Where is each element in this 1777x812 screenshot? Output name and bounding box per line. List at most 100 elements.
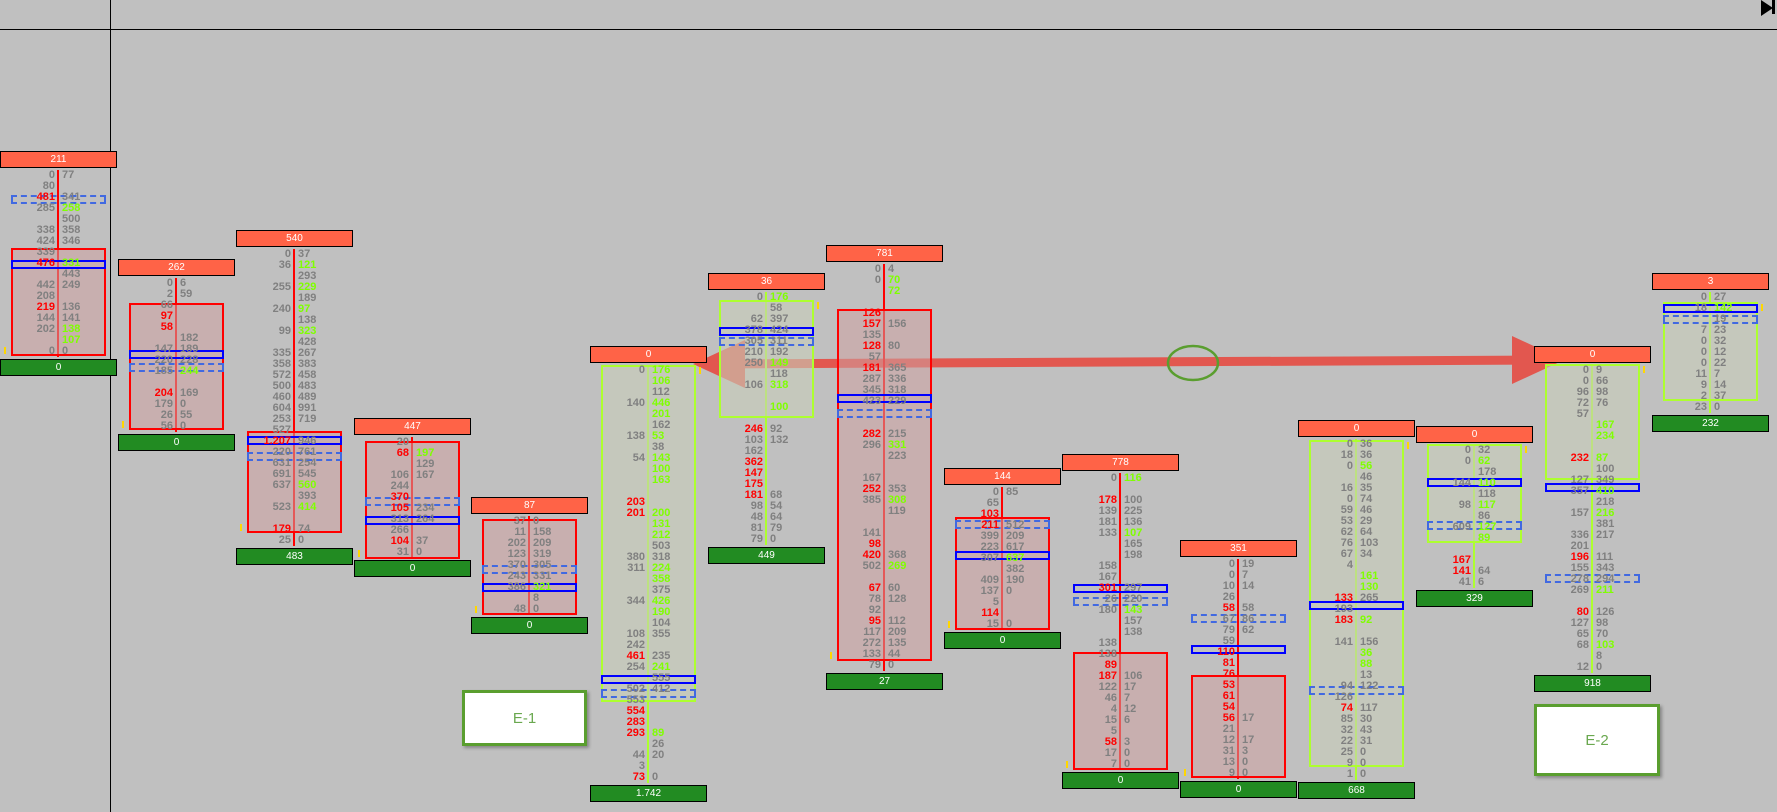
candle-delta-bar[interactable]: 0 bbox=[1416, 426, 1533, 443]
candle-volume-bar[interactable]: 232 bbox=[1652, 415, 1769, 432]
ask-volume: 165 bbox=[1124, 538, 1143, 550]
candle-volume-bar[interactable]: 918 bbox=[1534, 675, 1651, 692]
candle-volume-bar[interactable]: 0 bbox=[1180, 781, 1297, 798]
candle-wick bbox=[765, 292, 767, 545]
ask-volume: 382 bbox=[1006, 563, 1025, 575]
play-to-end-icon-bar[interactable] bbox=[1772, 0, 1775, 14]
bid-volume: 123 bbox=[507, 548, 526, 560]
candle-volume-bar[interactable]: 329 bbox=[1416, 590, 1533, 607]
candle-body[interactable] bbox=[247, 431, 342, 533]
candle-volume-bar[interactable]: 668 bbox=[1298, 782, 1415, 799]
candle-delta-bar[interactable]: 778 bbox=[1062, 454, 1179, 471]
ask-volume: 19 bbox=[1714, 313, 1727, 325]
point-of-control-marker bbox=[719, 326, 814, 336]
ask-volume: 23 bbox=[1714, 324, 1727, 336]
candle-delta-bar[interactable]: 211 bbox=[0, 151, 117, 168]
candle-delta-bar[interactable]: 447 bbox=[354, 418, 471, 435]
bid-volume: 183 bbox=[1334, 614, 1353, 626]
ask-volume: 264 bbox=[416, 513, 435, 525]
ask-volume: 129 bbox=[416, 458, 435, 470]
candle-volume-bar[interactable]: 449 bbox=[708, 547, 825, 564]
candle-delta-bar[interactable]: 781 bbox=[826, 245, 943, 262]
ask-volume: 176 bbox=[770, 291, 789, 303]
bid-volume: 81 bbox=[1222, 657, 1235, 669]
candle-volume-bar[interactable]: 0 bbox=[944, 632, 1061, 649]
candle-body[interactable] bbox=[1663, 302, 1758, 402]
ask-volume: 0 bbox=[1006, 585, 1013, 597]
candle-delta-bar[interactable]: 0 bbox=[590, 346, 707, 363]
candle-delta-bar[interactable]: 351 bbox=[1180, 540, 1297, 557]
bid-volume: 203 bbox=[626, 496, 645, 508]
ask-volume: 190 bbox=[652, 606, 671, 618]
bid-volume: 0 bbox=[638, 364, 645, 376]
candle-body[interactable] bbox=[1073, 651, 1168, 770]
bid-volume: 420 bbox=[862, 549, 881, 561]
candle-volume-bar[interactable]: 0 bbox=[354, 560, 471, 577]
ask-volume: 156 bbox=[1360, 636, 1379, 648]
ask-volume: 32 bbox=[1714, 335, 1727, 347]
bid-volume: 0 bbox=[1582, 375, 1589, 387]
bid-volume bbox=[1549, 420, 1589, 431]
bid-volume bbox=[841, 451, 881, 462]
ask-volume: 6 bbox=[1124, 714, 1131, 726]
ask-volume: 318 bbox=[652, 551, 671, 563]
bid-volume: 138 bbox=[1098, 637, 1117, 649]
ask-volume: 8 bbox=[533, 592, 540, 604]
bid-volume: 80 bbox=[42, 180, 55, 192]
ask-volume: 89 bbox=[652, 727, 665, 739]
candle-volume-bar[interactable]: 0 bbox=[118, 434, 235, 451]
ask-volume: 383 bbox=[298, 358, 317, 370]
candle-body[interactable] bbox=[482, 519, 577, 615]
open-marker-left bbox=[4, 346, 6, 354]
ask-volume: 60 bbox=[888, 582, 901, 594]
bid-volume: 193 bbox=[1334, 603, 1353, 615]
candle-delta-bar[interactable]: 262 bbox=[118, 259, 235, 276]
candle-delta-bar[interactable]: 3 bbox=[1652, 273, 1769, 290]
candle-delta-bar[interactable]: 87 bbox=[471, 497, 588, 514]
candle-volume-bar[interactable]: 27 bbox=[826, 673, 943, 690]
candle-body[interactable] bbox=[11, 248, 106, 356]
bid-volume: 31 bbox=[396, 546, 409, 558]
ask-volume: 36 bbox=[1360, 647, 1373, 659]
bid-volume: 138 bbox=[1098, 648, 1117, 660]
bid-volume: 4 bbox=[1110, 703, 1117, 715]
candle-volume-bar[interactable]: 483 bbox=[236, 548, 353, 565]
value-area-marker bbox=[601, 688, 696, 698]
candle-delta-bar[interactable]: 144 bbox=[944, 468, 1061, 485]
candle-delta-bar[interactable]: 0 bbox=[1534, 346, 1651, 363]
ask-volume: 189 bbox=[180, 343, 199, 355]
ask-volume bbox=[1124, 726, 1164, 737]
candle-volume-bar[interactable]: 1.742 bbox=[590, 785, 707, 802]
ask-volume bbox=[1006, 597, 1046, 608]
play-to-end-icon[interactable] bbox=[1761, 0, 1773, 16]
bid-volume: 179 bbox=[154, 398, 173, 410]
bid-volume: 78 bbox=[868, 593, 881, 605]
ask-volume: 13 bbox=[1360, 669, 1373, 681]
point-of-control-marker bbox=[1427, 477, 1522, 487]
candle-body[interactable] bbox=[1427, 444, 1522, 544]
ask-volume: 358 bbox=[652, 573, 671, 585]
candle-body[interactable] bbox=[955, 516, 1050, 630]
candle-body[interactable] bbox=[601, 365, 696, 702]
candle-body[interactable] bbox=[1191, 674, 1286, 778]
bid-volume: 2 bbox=[166, 288, 173, 300]
bid-volume: 0 bbox=[284, 248, 291, 260]
candle-delta-bar[interactable]: 0 bbox=[1298, 420, 1415, 437]
ask-volume: 321 bbox=[533, 581, 552, 593]
bid-volume: 272 bbox=[862, 637, 881, 649]
candle-volume-bar[interactable]: 0 bbox=[0, 359, 117, 376]
candle-volume-bar[interactable]: 0 bbox=[1062, 772, 1179, 789]
candle-delta-bar[interactable]: 540 bbox=[236, 230, 353, 247]
ask-volume: 209 bbox=[888, 626, 907, 638]
bid-volume: 97 bbox=[160, 310, 173, 322]
ask-volume: 100 bbox=[1596, 463, 1615, 475]
candle-delta-bar[interactable]: 36 bbox=[708, 273, 825, 290]
bid-volume: 572 bbox=[272, 369, 291, 381]
candle-volume-bar[interactable]: 0 bbox=[471, 617, 588, 634]
open-marker-left bbox=[122, 421, 124, 429]
bid-volume: 98 bbox=[1458, 499, 1471, 511]
bid-volume: 357 bbox=[1570, 485, 1589, 497]
bid-volume: 378 bbox=[744, 324, 763, 336]
bid-volume: 178 bbox=[1098, 494, 1117, 506]
